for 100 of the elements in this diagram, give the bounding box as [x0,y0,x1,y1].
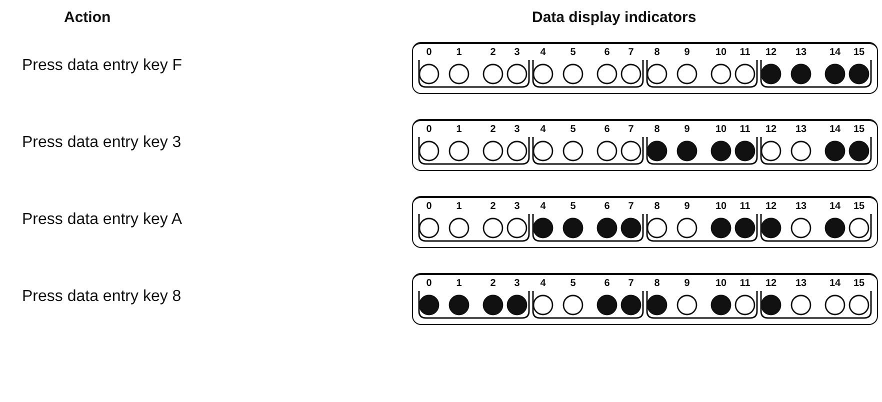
indicator-number: 11 [738,124,752,135]
indicator-light-off [506,140,528,162]
indicator-light-off [824,294,846,316]
indicator-number: 2 [489,47,497,58]
indicator-number: 13 [794,124,808,135]
indicator-number: 4 [539,201,547,212]
display-panel-frame [412,273,878,325]
indicator-number: 15 [852,278,866,289]
indicator-number: 11 [738,278,752,289]
indicator-group-bracket [531,124,645,166]
indicator-light-on [596,217,618,239]
indicator-light-on [482,294,504,316]
indicator-number: 10 [714,278,728,289]
indicator-light-off [790,140,812,162]
indicator-light-off [448,217,470,239]
indicator-group-bracket [759,124,873,166]
indicator-light-off [418,140,440,162]
indicator-number: 5 [569,278,577,289]
indicator-light-on [760,63,782,85]
indicator-number: 4 [539,124,547,135]
indicator-light-on [760,294,782,316]
indicator-number: 15 [852,201,866,212]
indicator-light-off [596,63,618,85]
indicator-number: 0 [425,201,433,212]
indicator-light-on [710,217,732,239]
indicator-light-on [760,217,782,239]
indicator-light-off [760,140,782,162]
indicator-number: 11 [738,201,752,212]
indicator-light-off [482,63,504,85]
indicator-number: 9 [683,47,691,58]
indicator-number: 11 [738,47,752,58]
indicator-light-off [676,63,698,85]
indicator-number: 4 [539,278,547,289]
indicator-group-bracket [417,278,531,320]
indicator-light-off [532,294,554,316]
indicator-light-on [848,140,870,162]
action-text: Press data entry key A [22,211,182,229]
indicator-light-on [620,294,642,316]
indicator-light-on [532,217,554,239]
indicator-number: 0 [425,124,433,135]
indicator-light-on [448,294,470,316]
indicator-number: 0 [425,278,433,289]
indicator-number: 14 [828,278,842,289]
indicator-light-off [620,63,642,85]
indicator-light-off [418,63,440,85]
indicator-light-off [734,294,756,316]
indicator-light-off [596,140,618,162]
indicator-number: 8 [653,124,661,135]
indicator-light-off [676,217,698,239]
display-panel-frame [412,196,878,248]
indicator-light-off [482,140,504,162]
indicator-number: 10 [714,47,728,58]
indicator-number: 6 [603,124,611,135]
indicator-light-off [562,63,584,85]
indicator-group-bracket [531,201,645,243]
indicator-number: 10 [714,201,728,212]
indicator-number: 3 [513,278,521,289]
indicator-number: 14 [828,124,842,135]
indicator-number: 3 [513,201,521,212]
indicator-number: 14 [828,201,842,212]
indicator-number: 14 [828,47,842,58]
indicator-number: 5 [569,201,577,212]
indicator-light-on [734,140,756,162]
indicator-number: 2 [489,124,497,135]
indicator-number: 8 [653,201,661,212]
indicator-number: 12 [764,201,778,212]
indicator-number: 5 [569,124,577,135]
indicator-light-on [646,140,668,162]
indicator-number: 6 [603,201,611,212]
indicator-light-on [710,294,732,316]
indicator-light-on [620,217,642,239]
indicator-group-bracket [759,201,873,243]
indicator-light-off [506,63,528,85]
indicator-number: 1 [455,124,463,135]
indicator-number: 9 [683,278,691,289]
indicator-number: 10 [714,124,728,135]
indicator-light-off [532,63,554,85]
indicator-light-on [734,217,756,239]
indicator-light-on [418,294,440,316]
indicator-number: 6 [603,47,611,58]
indicator-number: 9 [683,124,691,135]
indicator-light-on [646,294,668,316]
indicator-number: 1 [455,278,463,289]
indicator-light-off [506,217,528,239]
indicator-number: 2 [489,201,497,212]
indicator-light-on [848,63,870,85]
indicator-light-off [646,217,668,239]
indicator-number: 1 [455,47,463,58]
indicator-light-off [448,140,470,162]
indicator-light-off [790,217,812,239]
indicator-group-bracket [759,47,873,89]
indicator-light-on [506,294,528,316]
indicator-light-off [532,140,554,162]
indicator-group-bracket [645,47,759,89]
indicator-number: 7 [627,201,635,212]
indicator-number: 15 [852,124,866,135]
indicator-light-off [646,63,668,85]
indicator-number: 12 [764,124,778,135]
indicator-light-on [824,140,846,162]
indicator-group-bracket [759,278,873,320]
